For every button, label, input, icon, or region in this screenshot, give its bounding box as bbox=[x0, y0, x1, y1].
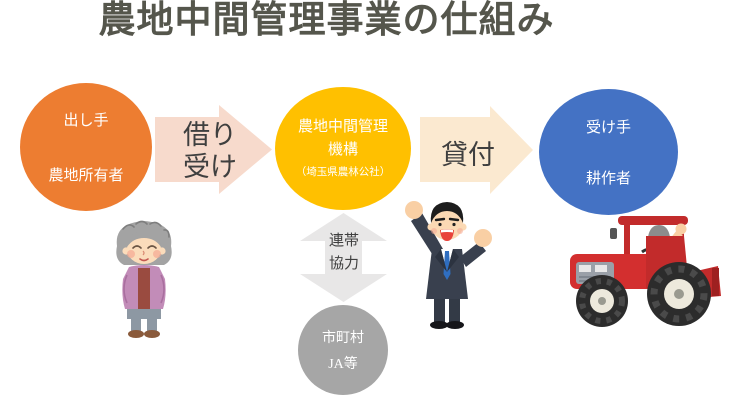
owner-name-label: 農地所有者 bbox=[48, 168, 124, 184]
agency-name-line2: 機構 bbox=[327, 141, 358, 158]
cooperation-label-line1: 連帯 bbox=[328, 233, 359, 249]
cooperation-label-line2: 協力 bbox=[328, 256, 359, 273]
municipality-node: 市町村 JA等 bbox=[298, 305, 388, 395]
cooperation-arrow bbox=[300, 213, 387, 302]
agency-name-line1: 農地中間管理 bbox=[297, 118, 388, 135]
borrow-label-line1: 借り bbox=[183, 120, 237, 150]
municipality-line1: 市町村 bbox=[322, 331, 364, 346]
cooperation-arrow-shape bbox=[300, 213, 387, 302]
lend-arrow-label: 貸付 bbox=[420, 133, 516, 172]
borrow-arrow bbox=[155, 105, 272, 194]
agency-node: 農地中間管理 機構 （埼玉県農林公社） bbox=[275, 87, 411, 210]
lend-arrow bbox=[420, 106, 533, 194]
receiver-node: 受け手 耕作者 bbox=[539, 89, 678, 215]
agency-subtitle: （埼玉県農林公社） bbox=[295, 167, 391, 179]
borrow-label-line2: 受け bbox=[183, 152, 237, 183]
businessman-illustration bbox=[405, 201, 492, 329]
lend-arrow-shape bbox=[420, 106, 533, 194]
lend-label-text: 貸付 bbox=[441, 140, 495, 170]
page-title: 農地中間管理事業の仕組み bbox=[98, 0, 555, 41]
cooperation-arrow-label: 連帯 協力 bbox=[307, 230, 381, 277]
receiver-name-label: 耕作者 bbox=[585, 171, 631, 187]
tractor-illustration bbox=[570, 216, 721, 327]
owner-role-label: 出し手 bbox=[63, 113, 109, 129]
receiver-role-label: 受け手 bbox=[585, 120, 631, 136]
borrow-arrow-shape bbox=[155, 105, 272, 194]
borrow-arrow-label: 借り 受け bbox=[160, 119, 260, 184]
owner-node: 出し手 農地所有者 bbox=[20, 83, 152, 211]
municipality-line2: JA等 bbox=[328, 357, 358, 372]
elderly-woman-illustration bbox=[116, 220, 172, 338]
